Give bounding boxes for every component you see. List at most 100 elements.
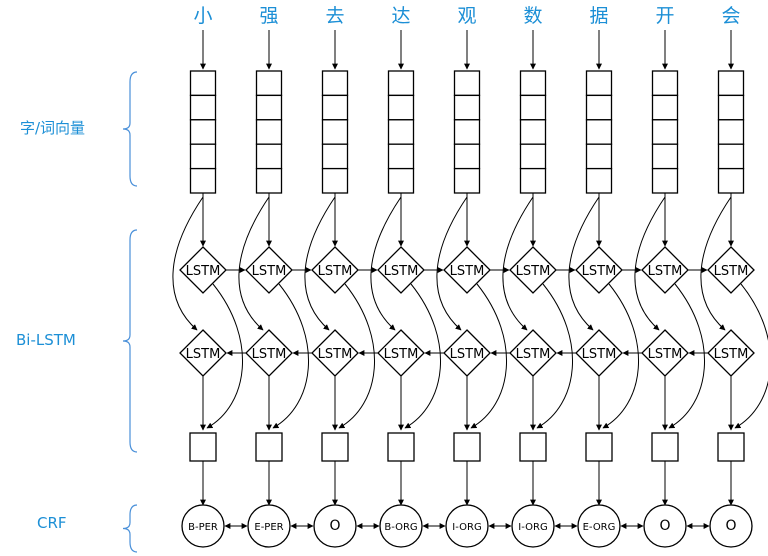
- embedding-cell: [189, 70, 217, 97]
- crf-node: [181, 504, 225, 548]
- embedding-cell: [519, 143, 547, 170]
- layer-brackets: [122, 71, 138, 553]
- crf-tag-label: E-ORG: [583, 522, 616, 533]
- forward-lstm-node: [443, 246, 491, 294]
- embedding-cell: [321, 119, 349, 145]
- embedding-vector: [651, 70, 679, 194]
- embedding-vector: [255, 70, 283, 194]
- embedding-cell: [717, 143, 745, 170]
- embedding-cell: [717, 119, 745, 145]
- crf-node: [247, 504, 291, 548]
- crf-node: [379, 504, 423, 548]
- output-box: [585, 432, 613, 462]
- embedding-cell: [519, 119, 547, 145]
- backward-lstm-label: LSTM: [252, 347, 287, 362]
- embedding-cell: [717, 70, 745, 97]
- forward-lstm-label: LSTM: [648, 264, 683, 279]
- bilstm-layer-label: Bi-LSTM: [16, 331, 76, 349]
- embedding-cell: [255, 70, 283, 97]
- forward-lstm-node: [245, 246, 293, 294]
- embedding-bracket: [122, 71, 138, 187]
- forward-to-output-curve: [470, 283, 507, 429]
- output-box: [519, 432, 547, 462]
- forward-to-output-curve: [404, 283, 441, 429]
- embedding-vector: [321, 70, 349, 194]
- forward-to-output-curve: [206, 283, 243, 429]
- crf-tag-label: I-ORG: [518, 522, 547, 533]
- embed-to-backward-curve: [502, 196, 534, 331]
- forward-lstm-node: [311, 246, 359, 294]
- embedding-cell: [453, 94, 481, 121]
- embedding-cell: [651, 70, 679, 97]
- backward-lstm-label: LSTM: [516, 347, 551, 362]
- embedding-vector: [387, 70, 415, 194]
- crf-tag-label: I-ORG: [452, 522, 481, 533]
- forward-to-output-curve: [338, 283, 375, 429]
- backward-lstm-label: LSTM: [186, 347, 221, 362]
- embedding-cell: [453, 119, 481, 145]
- backward-lstm-label: LSTM: [318, 347, 353, 362]
- forward-lstm-node: [509, 246, 557, 294]
- crf-tag-label: O: [329, 518, 340, 534]
- token-char: 会: [721, 5, 740, 27]
- token-char: 开: [655, 5, 674, 27]
- forward-to-output-curve: [668, 283, 705, 429]
- embedding-cell: [717, 167, 745, 194]
- embedding-cell: [651, 167, 679, 194]
- forward-lstm-label: LSTM: [714, 264, 749, 279]
- forward-lstm-node: [707, 246, 755, 294]
- output-box: [387, 432, 415, 462]
- token-char: 达: [391, 5, 410, 27]
- embed-to-backward-curve: [238, 196, 270, 331]
- token-char: 强: [259, 5, 278, 27]
- embed-to-backward-curve: [370, 196, 402, 331]
- embedding-layer-label: 字/词向量: [20, 119, 86, 137]
- embedding-vector: [585, 70, 613, 194]
- output-box: [717, 432, 745, 462]
- embedding-cell: [585, 119, 613, 145]
- embedding-cell: [717, 94, 745, 121]
- crf-tag-label: O: [725, 518, 736, 534]
- forward-lstm-label: LSTM: [252, 264, 287, 279]
- embed-to-backward-curve: [436, 196, 468, 331]
- backward-lstm-label: LSTM: [384, 347, 419, 362]
- embedding-cell: [189, 119, 217, 145]
- embedding-cell: [585, 70, 613, 97]
- embedding-cell: [453, 143, 481, 170]
- embedding-cell: [321, 94, 349, 121]
- embedding-cell: [519, 167, 547, 194]
- embedding-cell: [321, 70, 349, 97]
- embedding-vector: [519, 70, 547, 194]
- embedding-cell: [387, 119, 415, 145]
- embed-to-backward-curve: [304, 196, 336, 331]
- embedding-cell: [651, 119, 679, 145]
- embedding-cell: [453, 167, 481, 194]
- embedding-cell: [519, 94, 547, 121]
- embedding-cell: [189, 94, 217, 121]
- token-char: 据: [589, 5, 608, 27]
- token-char: 数: [523, 5, 542, 27]
- token-char: 小: [193, 5, 212, 27]
- forward-to-output-curve: [536, 283, 573, 429]
- embedding-cell: [255, 94, 283, 121]
- crf-tag-label: E-PER: [254, 522, 283, 533]
- token-column: 数 LSTM LSTM I-ORG: [502, 5, 573, 548]
- backward-lstm-label: LSTM: [450, 347, 485, 362]
- embedding-cell: [585, 143, 613, 170]
- embedding-cell: [651, 143, 679, 170]
- forward-lstm-label: LSTM: [318, 264, 353, 279]
- forward-to-output-curve: [272, 283, 309, 429]
- embedding-cell: [387, 143, 415, 170]
- embedding-cell: [651, 94, 679, 121]
- crf-layer-label: CRF: [37, 514, 67, 532]
- forward-lstm-label: LSTM: [516, 264, 551, 279]
- forward-lstm-label: LSTM: [450, 264, 485, 279]
- embedding-cell: [453, 70, 481, 97]
- forward-lstm-label: LSTM: [384, 264, 419, 279]
- embed-to-backward-curve: [172, 196, 204, 331]
- backward-lstm-label: LSTM: [582, 347, 617, 362]
- embedding-cell: [255, 143, 283, 170]
- embedding-cell: [321, 167, 349, 194]
